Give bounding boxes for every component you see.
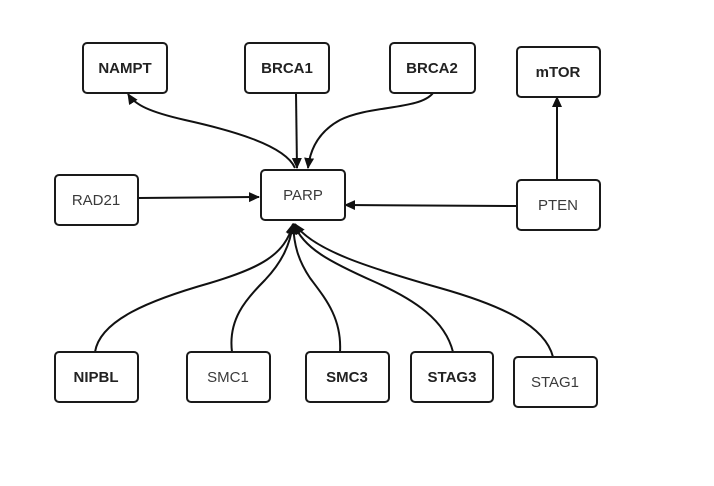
node-stag3[interactable]: STAG3 bbox=[410, 351, 494, 403]
edge-brca1-to-parp bbox=[291, 92, 302, 169]
edge-pten-to-parp bbox=[344, 200, 518, 211]
edge-smc1-to-parp bbox=[230, 223, 297, 353]
node-label-rad21: RAD21 bbox=[72, 192, 120, 209]
node-label-nampt: NAMPT bbox=[98, 60, 151, 77]
node-label-brca1: BRCA1 bbox=[261, 60, 313, 77]
node-label-brca2: BRCA2 bbox=[406, 60, 458, 77]
edge-nipbl-to-parp bbox=[94, 223, 296, 353]
node-rad21[interactable]: RAD21 bbox=[54, 174, 139, 226]
node-stag1[interactable]: STAG1 bbox=[513, 356, 598, 408]
edge-stag3-to-parp bbox=[292, 223, 454, 353]
node-mtor[interactable]: mTOR bbox=[516, 46, 601, 98]
node-label-parp: PARP bbox=[283, 187, 323, 204]
node-nipbl[interactable]: NIPBL bbox=[54, 351, 139, 403]
edge-rad21-to-parp bbox=[137, 192, 260, 203]
edge-stag1-to-parp bbox=[294, 223, 554, 358]
node-label-stag1: STAG1 bbox=[531, 374, 579, 391]
node-smc1[interactable]: SMC1 bbox=[186, 351, 271, 403]
node-brca2[interactable]: BRCA2 bbox=[389, 42, 476, 94]
node-label-mtor: mTOR bbox=[536, 64, 581, 81]
edge-brca2-to-parp bbox=[304, 92, 434, 169]
edge-smc3-to-parp bbox=[288, 223, 342, 353]
node-smc3[interactable]: SMC3 bbox=[305, 351, 390, 403]
node-label-pten: PTEN bbox=[538, 197, 578, 214]
node-label-smc3: SMC3 bbox=[326, 369, 368, 386]
node-nampt[interactable]: NAMPT bbox=[82, 42, 168, 94]
edges bbox=[94, 92, 562, 358]
node-label-smc1: SMC1 bbox=[207, 369, 249, 386]
node-label-nipbl: NIPBL bbox=[74, 369, 119, 386]
node-pten[interactable]: PTEN bbox=[516, 179, 601, 231]
node-parp[interactable]: PARP bbox=[260, 169, 346, 221]
node-brca1[interactable]: BRCA1 bbox=[244, 42, 330, 94]
edge-parp-to-nampt bbox=[127, 93, 296, 169]
node-label-stag3: STAG3 bbox=[428, 369, 477, 386]
